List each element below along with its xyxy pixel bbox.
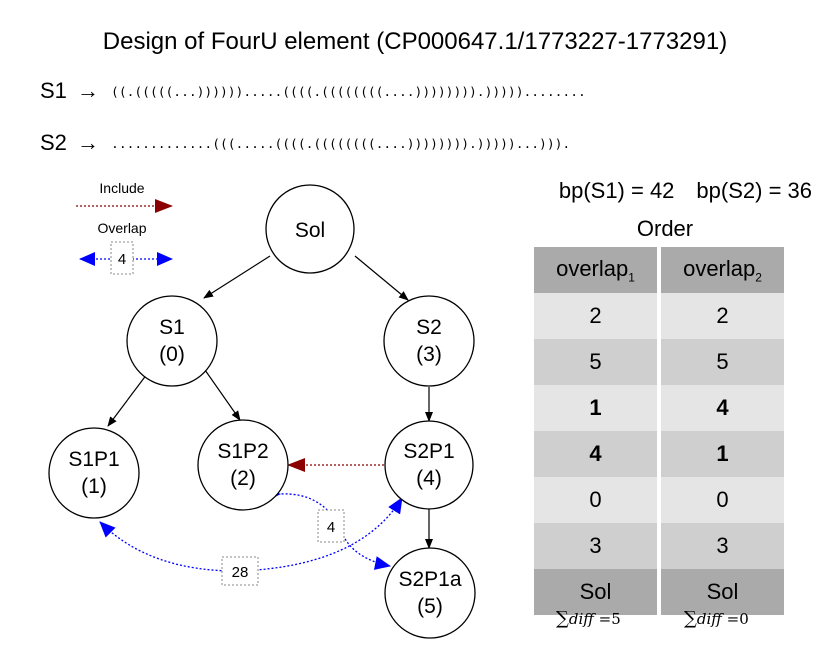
node-s2p1-index: (4) — [416, 467, 442, 490]
s2-structure-line: S2 → .............(((.....((((.((((((((.… — [40, 130, 570, 156]
table-cell: 1 — [661, 431, 784, 477]
diagram-title: Design of FourU element (CP000647.1/1773… — [102, 28, 728, 55]
edge-s1-s1p1 — [107, 369, 151, 427]
node-s2p1-name: S2P1 — [403, 440, 454, 463]
table-cell: 2 — [661, 293, 784, 339]
table-cell: 0 — [661, 477, 784, 523]
bp-s1: bp(S1) = 42 — [558, 178, 675, 203]
node-s1-name: S1 — [159, 316, 185, 339]
sum-value: =5 — [593, 610, 621, 628]
node-s1-index: (0) — [159, 343, 185, 366]
right-arrow-icon: → — [77, 78, 100, 103]
node-s1p1-index: (1) — [81, 475, 107, 498]
node-s2: S2 (3) — [383, 295, 475, 387]
s2-dot-bracket: .............(((.....((((.((((((((....))… — [111, 136, 571, 151]
node-s1p2: S1P2 (2) — [197, 419, 289, 511]
edge-sol-s1 — [203, 255, 271, 299]
table-cell: 2 — [534, 293, 657, 339]
s2-label: S2 — [40, 130, 67, 155]
overlap-value-box-4 — [317, 509, 345, 543]
table-cell: 5 — [661, 339, 784, 385]
bp-s2: bp(S2) = 36 — [696, 178, 812, 203]
order-title: Order — [636, 216, 694, 241]
overlap-value-4: 4 — [327, 519, 335, 536]
s1-structure-line: S1 → ((.(((((...)))))).....((((.((((((((… — [40, 78, 586, 104]
edge-sol-s2 — [354, 255, 409, 301]
node-s2p1a-name: S2P1a — [398, 568, 461, 591]
table-cell: 1 — [534, 385, 657, 431]
table-cell: Sol — [534, 569, 657, 615]
include-legend-label: Include — [99, 180, 144, 196]
sum-diff-col1: ∑diff =5 — [556, 608, 621, 629]
table-cell: 4 — [661, 385, 784, 431]
right-arrow-icon: → — [77, 130, 100, 155]
node-s1p2-name: S1P2 — [217, 440, 268, 463]
edge-s1-s1p2 — [204, 369, 241, 421]
node-s2p1: S2P1 (4) — [384, 420, 474, 510]
table-cell: Sol — [661, 569, 784, 615]
overlap-value-box-28 — [221, 556, 259, 586]
table-cell: 3 — [661, 523, 784, 569]
order-header-overlap-2: overlap2 — [661, 247, 784, 293]
overlap-value-28: 28 — [232, 564, 249, 581]
sigma-icon: ∑ — [556, 608, 569, 629]
node-s2-name: S2 — [416, 316, 442, 339]
table-cell: 0 — [534, 477, 657, 523]
sigma-icon: ∑ — [684, 608, 697, 629]
overlap-legend-value-box — [110, 241, 134, 275]
s1-label: S1 — [40, 78, 67, 103]
sum-var: diff — [568, 610, 594, 628]
node-s1p2-index: (2) — [230, 467, 256, 490]
base-pair-counts: bp(S1) = 42 bp(S2) = 36 — [559, 178, 812, 204]
node-s1p1: S1P1 (1) — [48, 427, 140, 519]
node-s1: S1 (0) — [126, 295, 218, 387]
node-s2p1a-index: (5) — [417, 595, 443, 618]
node-s2-index: (3) — [416, 343, 442, 366]
node-sol: Sol — [265, 184, 355, 274]
table-cell: 5 — [534, 339, 657, 385]
overlap-legend-label: Overlap — [97, 220, 146, 236]
node-sol-label: Sol — [295, 219, 325, 242]
sum-var: diff — [696, 610, 722, 628]
order-header-overlap-1: overlap1 — [534, 247, 657, 293]
table-cell: 4 — [534, 431, 657, 477]
sum-value: =0 — [721, 610, 749, 628]
node-s1p1-name: S1P1 — [68, 448, 119, 471]
s1-dot-bracket: ((.(((((...)))))).....((((.((((((((....)… — [111, 84, 586, 99]
overlap-legend-value: 4 — [118, 251, 126, 268]
sum-diff-col2: ∑diff =0 — [684, 608, 749, 629]
table-cell: 3 — [534, 523, 657, 569]
node-s2p1a: S2P1a (5) — [384, 547, 476, 639]
